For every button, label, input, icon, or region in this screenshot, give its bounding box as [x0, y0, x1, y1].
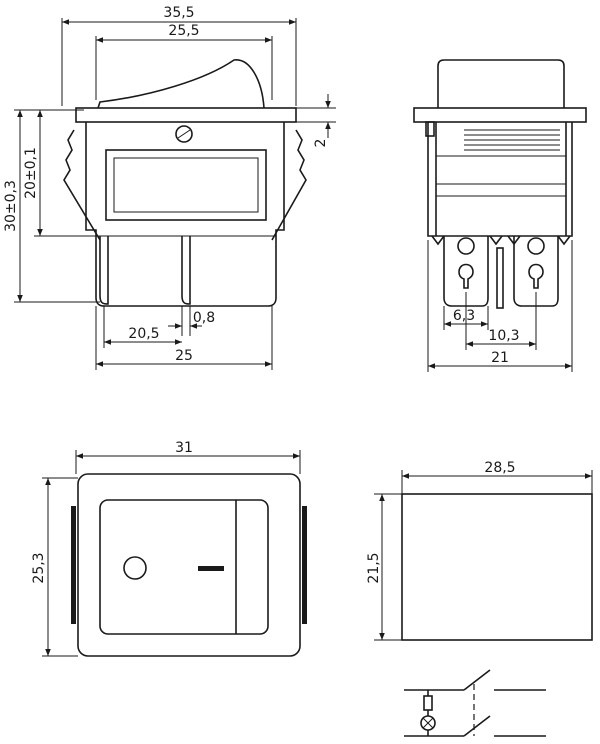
front-dimension-labels: 35,5 25,5 2 30±0,3 20±0,1 0,8 20,5 25 [3, 5, 329, 364]
cutout-dimensions [374, 470, 593, 641]
dim-total-height: 30±0,3 [3, 180, 19, 232]
dim-top-height: 25,3 [31, 552, 47, 583]
dim-terminal-thickness: 0,8 [193, 310, 215, 326]
dim-overall-width: 35,5 [163, 5, 194, 21]
dim-cutout-width: 28,5 [484, 460, 515, 476]
dim-terminal-spacing: 20,5 [128, 326, 159, 342]
dim-rocker-width: 25,5 [168, 23, 199, 39]
circuit-schematic [404, 669, 546, 737]
side-view [413, 59, 587, 309]
top-dimension-labels: 31 25,3 [31, 440, 193, 584]
cutout-dimension-labels: 28,5 21,5 [366, 460, 516, 584]
dim-body-depth: 21 [491, 350, 509, 366]
side-dimensions [427, 240, 573, 372]
dim-top-width: 31 [175, 440, 193, 456]
dim-body-height: 20±0,1 [23, 147, 39, 199]
dim-tab-width: 6,3 [453, 308, 475, 324]
dim-flange-thickness: 2 [313, 139, 329, 148]
dim-cutout-height: 21,5 [366, 552, 382, 583]
on-symbol-icon [198, 566, 224, 571]
off-symbol-icon [123, 556, 147, 580]
side-dimension-labels: 6,3 10,3 21 [453, 308, 520, 366]
dim-body-width: 25 [175, 348, 193, 364]
front-dimensions [14, 18, 336, 370]
front-view [63, 59, 307, 307]
cutout-view [401, 493, 593, 641]
dim-tab-spacing: 10,3 [488, 328, 519, 344]
side-ribs [436, 129, 566, 197]
resistor-icon [423, 695, 433, 711]
top-view [71, 473, 307, 657]
top-dimensions [42, 450, 301, 657]
